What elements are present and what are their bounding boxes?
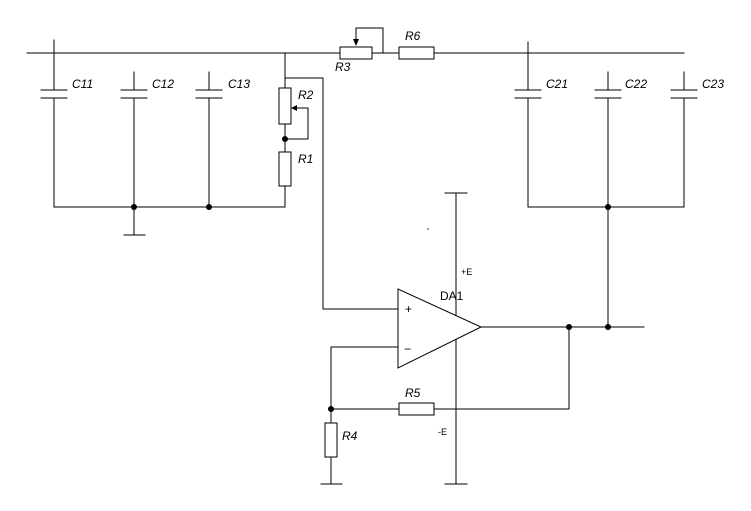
opamp-plus-input-symbol: + xyxy=(405,302,412,316)
resistor-r4 xyxy=(324,422,338,458)
capacitor-c22 xyxy=(594,71,622,208)
opamp-da1 xyxy=(397,192,483,485)
label-r2: R2 xyxy=(298,88,314,102)
capacitor-c13 xyxy=(195,71,223,208)
capacitor-c12 xyxy=(120,71,148,208)
label-r3: R3 xyxy=(335,60,351,74)
label-r6: R6 xyxy=(405,29,421,43)
potentiometer-r2 xyxy=(278,87,309,142)
stray-dot xyxy=(427,228,429,230)
label-c22: C22 xyxy=(625,77,647,91)
capacitor-c21 xyxy=(514,52,542,208)
label-r5: R5 xyxy=(405,386,421,400)
potentiometer-r3 xyxy=(339,27,384,60)
label-r4: R4 xyxy=(342,429,358,443)
left-ground-rail xyxy=(53,204,286,236)
opamp-minus-input-symbol: − xyxy=(404,342,411,356)
label-c13: C13 xyxy=(228,77,250,91)
top-bus-wire xyxy=(26,39,685,54)
output-wire xyxy=(433,324,645,410)
inverting-input-wire xyxy=(320,346,400,485)
label-supply-negative: -E xyxy=(438,427,447,437)
capacitor-c11 xyxy=(40,52,68,208)
label-c23: C23 xyxy=(702,77,724,91)
right-common-rail xyxy=(527,204,685,328)
resistor-r5 xyxy=(398,402,435,416)
label-c21: C21 xyxy=(546,77,568,91)
resistor-r1 xyxy=(278,151,292,187)
label-da1: DA1 xyxy=(440,289,464,303)
resistor-r6 xyxy=(398,46,435,60)
capacitor-c23 xyxy=(670,71,698,208)
label-c12: C12 xyxy=(152,77,174,91)
label-c11: C11 xyxy=(72,77,93,91)
label-r1: R1 xyxy=(298,152,313,166)
label-supply-positive: +E xyxy=(461,267,472,277)
